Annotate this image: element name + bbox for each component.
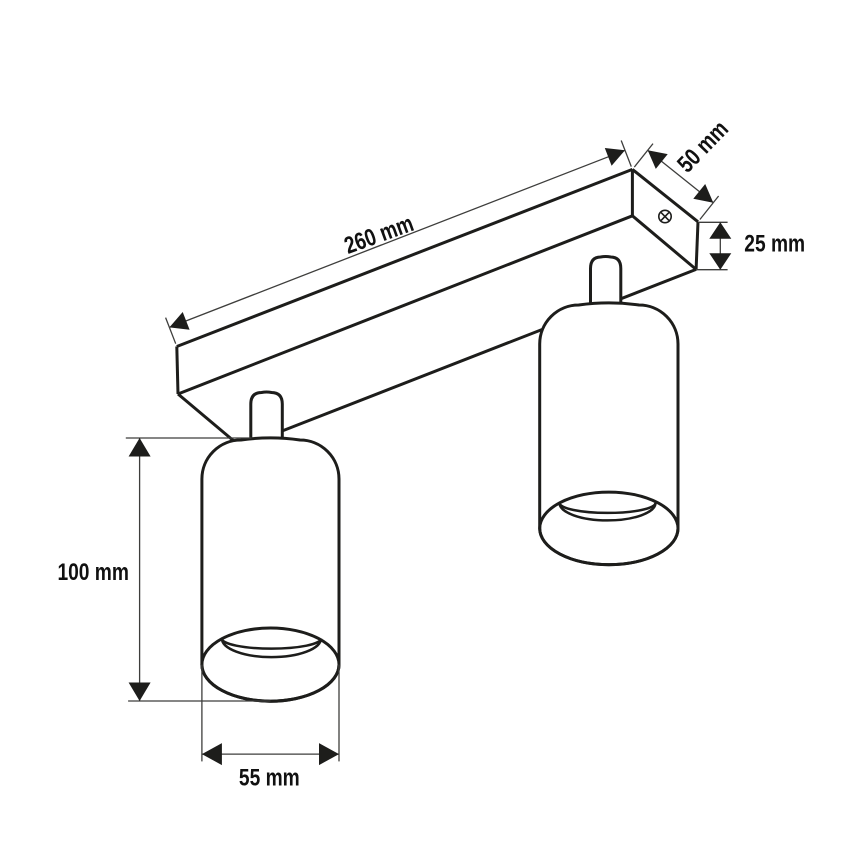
svg-text:100 mm: 100 mm	[57, 558, 128, 586]
svg-text:55 mm: 55 mm	[239, 764, 300, 792]
svg-text:25 mm: 25 mm	[744, 229, 805, 257]
